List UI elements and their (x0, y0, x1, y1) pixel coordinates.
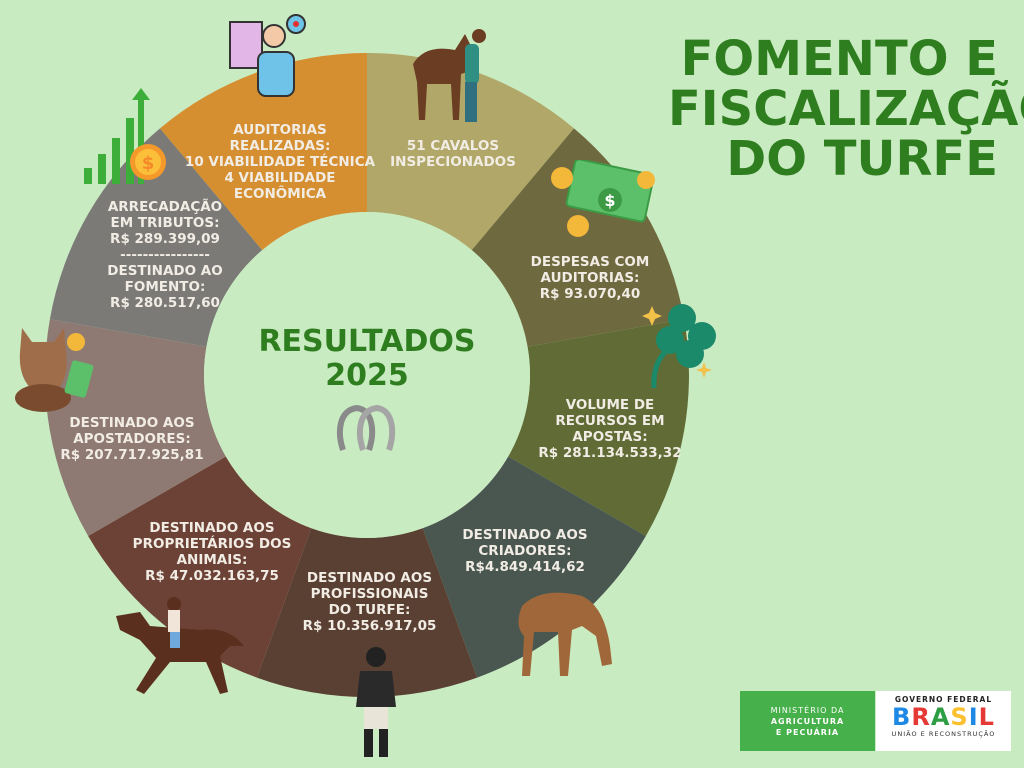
donut-segment (256, 528, 478, 697)
segment-label-apostadores: DESTINADO AOS APOSTADORES: R$ 207.717.92… (60, 415, 204, 463)
brand-letter: R (911, 703, 931, 731)
donut-segment (422, 456, 646, 678)
money-icon: $ (551, 160, 655, 237)
government-logo-tagline: UNIÃO E RECONSTRUÇÃO (891, 730, 996, 738)
horse-vet-icon (413, 29, 486, 122)
horseshoe-icon (337, 404, 396, 451)
center-title: RESULTADOS 2025 (258, 324, 476, 393)
segment-label-criadores: DESTINADO AOS CRIADORES: R$4.849.414,62 (462, 527, 588, 575)
page-title: FOMENTO E FISCALIZAÇÃO DO TURFE (668, 31, 1024, 187)
government-logo-top: GOVERNO FEDERAL (894, 695, 993, 704)
donut-segment (49, 128, 263, 347)
ministry-logo-line1: MINISTÉRIO DA (770, 705, 845, 715)
svg-text:$: $ (142, 153, 155, 174)
brand-letter: B (892, 703, 912, 731)
donut-segment (88, 456, 312, 678)
donut-segment (508, 319, 689, 536)
brand-letter: L (978, 703, 995, 731)
grazing-horse-icon (518, 592, 612, 676)
segment-label-cavalos: 51 CAVALOS INSPECIONADOS (390, 138, 516, 170)
horse-money-icon (15, 328, 94, 412)
government-logo: GOVERNO FEDERAL BRASIL UNIÃO E RECONSTRU… (876, 691, 1011, 751)
clover-icon (642, 304, 716, 389)
rider-horse-icon (116, 597, 244, 694)
ministry-logo-line2: AGRICULTURA (770, 716, 845, 726)
donut-segment (471, 128, 685, 347)
auditor-checklist-icon (229, 14, 306, 97)
donut-segment (160, 53, 367, 251)
segment-label-volume-apostas: VOLUME DE RECURSOS EM APOSTAS: R$ 281.13… (538, 397, 682, 461)
government-logo-brand: BRASIL (876, 704, 1011, 730)
brand-letter: S (950, 703, 969, 731)
ministry-logo-line3: E PECUÁRIA (775, 727, 840, 737)
brand-letter: A (930, 703, 951, 731)
svg-text:$: $ (604, 191, 615, 210)
segment-label-profissionais: DESTINADO AOS PROFISSIONAIS DO TURFE: R$… (302, 570, 437, 634)
brand-letter: I (968, 703, 979, 731)
segment-label-arrecadacao: ARRECADAÇÃO EM TRIBUTOS: R$ 289.399,09 -… (107, 199, 223, 311)
growth-chart-icon: $ (84, 88, 166, 184)
jockey-icon (356, 647, 396, 757)
segment-label-despesas: DESPESAS COM AUDITORIAS: R$ 93.070,40 (530, 254, 650, 302)
donut-center (204, 212, 530, 538)
segment-label-auditorias: AUDITORIAS REALIZADAS: 10 VIABILIDADE TÉ… (184, 122, 376, 202)
segment-label-proprietarios: DESTINADO AOS PROPRIETÁRIOS DOS ANIMAIS:… (132, 520, 292, 584)
ministry-logo: MINISTÉRIO DA AGRICULTURA E PECUÁRIA (740, 691, 875, 751)
